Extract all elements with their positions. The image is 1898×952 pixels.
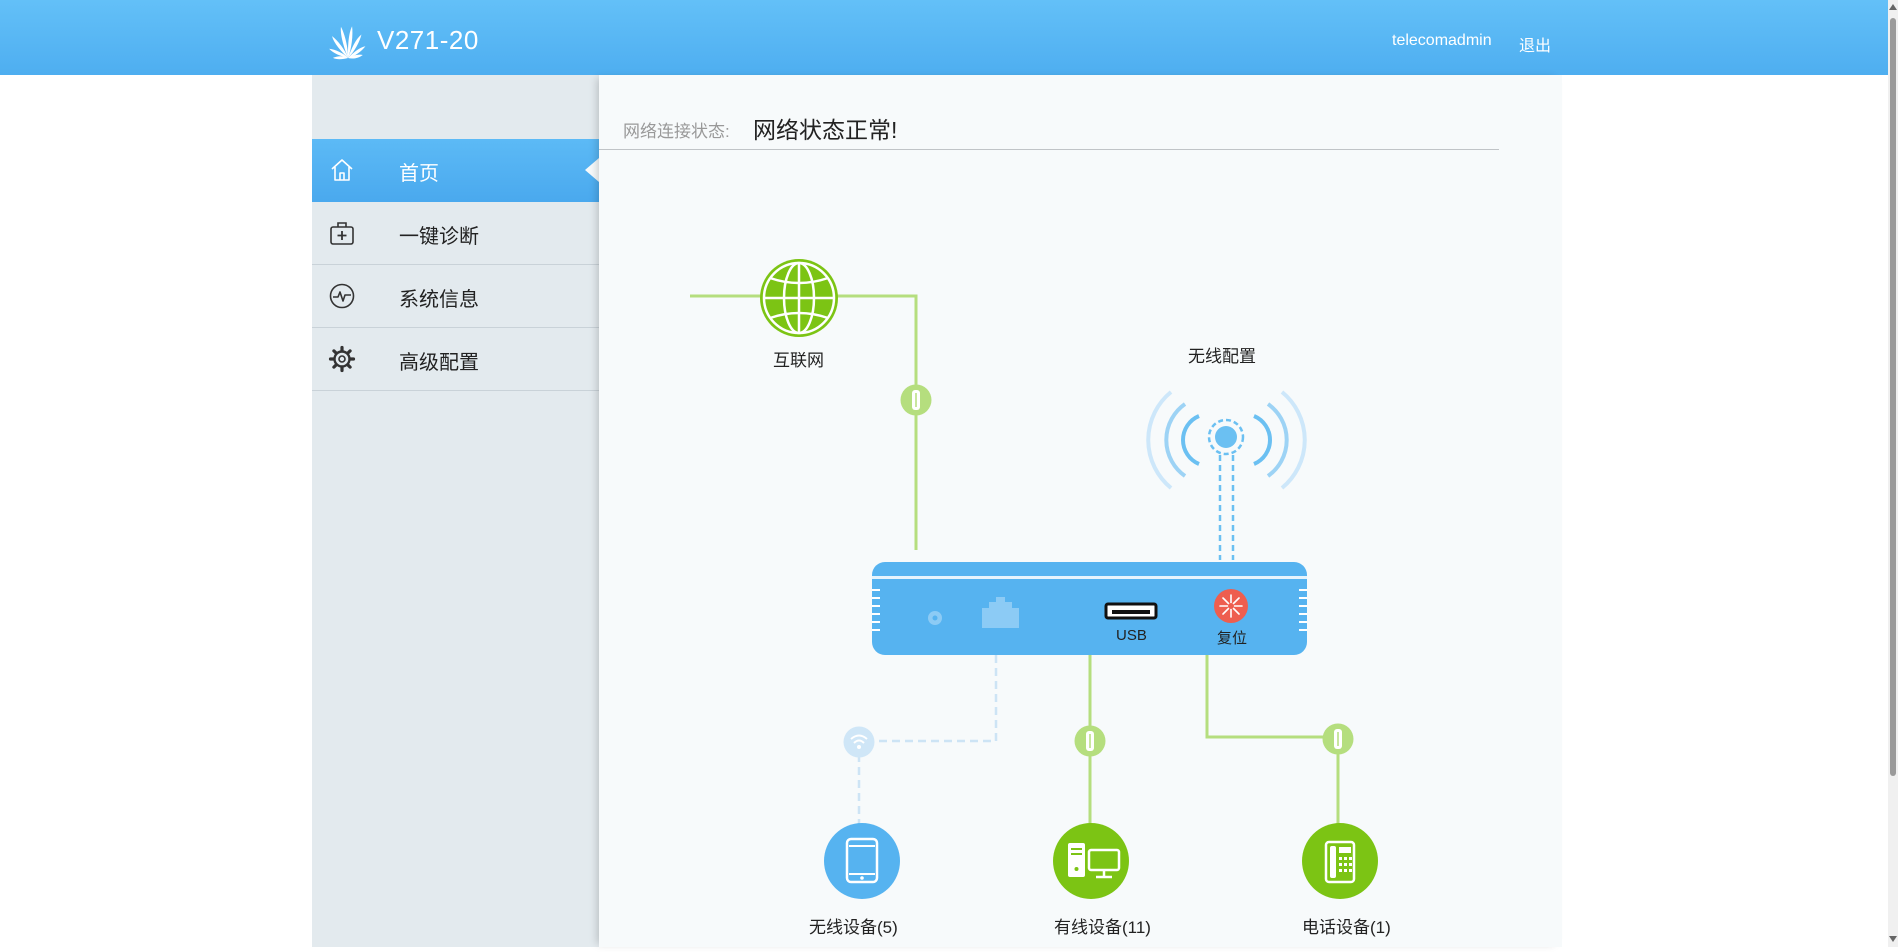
pulse-icon	[329, 283, 355, 309]
ethernet-port-icon	[982, 597, 1019, 628]
scroll-down-arrow-icon[interactable]	[1889, 936, 1897, 942]
network-topology: 互联网 无线配置 USB 复位 无线设备(5) 有线设备(11) 电话设备(1)	[599, 150, 1559, 952]
topology-canvas	[690, 259, 1378, 899]
scroll-up-arrow-icon[interactable]	[1889, 4, 1897, 10]
reset-label: 复位	[1217, 630, 1248, 647]
wireless-antenna-icon[interactable]	[1146, 390, 1307, 490]
computer-icon[interactable]	[1053, 823, 1129, 899]
network-status-value: 网络状态正常!	[753, 117, 898, 143]
router-device	[872, 562, 1307, 655]
wireless-antenna-link	[1218, 455, 1235, 560]
gear-icon	[328, 345, 356, 373]
wifi-connector-icon	[843, 726, 875, 758]
huawei-logo-icon	[329, 26, 366, 60]
phone-devices-label[interactable]: 电话设备(1)	[1302, 918, 1391, 937]
phone-devices-link	[1205, 655, 1340, 850]
reset-button-icon[interactable]	[1214, 589, 1248, 623]
sidebar-item-label: 系统信息	[399, 289, 479, 311]
sidebar-item-system-info[interactable]: 系统信息	[312, 265, 599, 328]
first-aid-icon	[330, 222, 354, 245]
wired-devices-label[interactable]: 有线设备(11)	[1054, 918, 1151, 937]
home-icon	[331, 159, 353, 181]
wireless-devices-link	[857, 655, 998, 850]
usb-label: USB	[1116, 627, 1147, 644]
scrollbar-thumb[interactable]	[1890, 18, 1896, 776]
wireless-devices-label[interactable]: 无线设备(5)	[809, 918, 898, 937]
device-title: V271-20	[377, 24, 479, 55]
logout-link[interactable]: 退出	[1519, 38, 1552, 55]
power-port-icon	[928, 611, 942, 625]
link-connector-icon	[900, 384, 932, 416]
status-divider	[599, 149, 1499, 150]
link-connector-icon	[1074, 725, 1106, 757]
internet-globe-icon[interactable]	[760, 259, 838, 337]
top-header: V271-20 telecomadmin 退出	[0, 0, 1898, 75]
internet-label: 互联网	[773, 351, 824, 370]
sidebar-item-diagnosis[interactable]: 一键诊断	[312, 202, 599, 265]
sidebar-item-label: 首页	[399, 163, 439, 185]
telephone-icon[interactable]	[1302, 823, 1378, 899]
sidebar-item-label: 高级配置	[399, 352, 479, 374]
sidebar: 首页 一键诊断 系统信息 高级配置	[312, 75, 599, 947]
tablet-icon[interactable]	[824, 823, 900, 899]
sidebar-item-home[interactable]: 首页	[312, 139, 599, 202]
usb-port-icon	[1104, 602, 1158, 620]
brand: V271-20	[324, 20, 479, 60]
main-content: 网络连接状态: 网络状态正常!	[599, 75, 1562, 947]
link-connector-icon	[1322, 723, 1354, 755]
sidebar-item-label: 一键诊断	[399, 226, 479, 248]
current-user: telecomadmin	[1392, 32, 1492, 49]
sidebar-item-advanced-config[interactable]: 高级配置	[312, 328, 599, 391]
network-status-label: 网络连接状态:	[623, 122, 730, 141]
wireless-config-label[interactable]: 无线配置	[1188, 347, 1256, 366]
